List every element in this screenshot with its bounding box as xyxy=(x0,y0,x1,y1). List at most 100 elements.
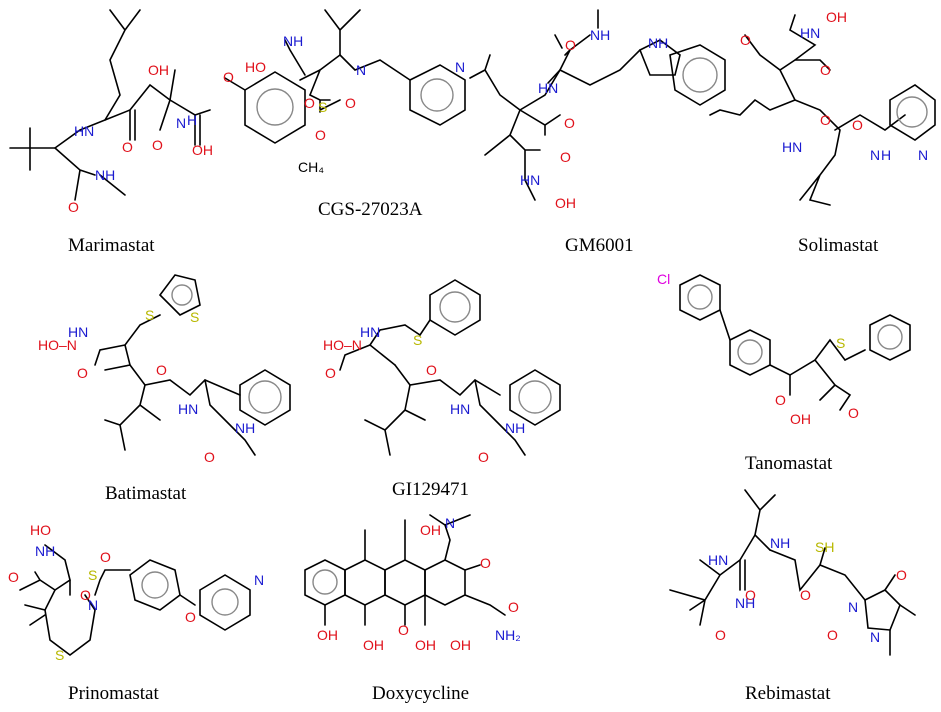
cgs-so2-o2: O xyxy=(315,127,326,143)
rebi-o5: O xyxy=(715,627,726,643)
marimastat-o1: O xyxy=(122,139,133,155)
tano-oh: OH xyxy=(790,411,811,427)
prino-ho: HO xyxy=(30,522,51,538)
gi-nh: NH xyxy=(505,420,525,436)
doxy-oh-top: OH xyxy=(420,522,441,538)
rebi-o3: O xyxy=(896,567,907,583)
prino-o-ether: O xyxy=(185,609,196,625)
structure-gm6001: NH O NH HN O O HN OH xyxy=(469,9,726,211)
gi-o3: O xyxy=(478,449,489,465)
soli-hn: HN xyxy=(800,25,820,41)
soli-hn2: HN xyxy=(782,139,802,155)
bati-thiophene-s: S xyxy=(190,309,199,325)
prino-so2-o1: O xyxy=(100,549,111,565)
rebi-n2: N xyxy=(870,629,880,645)
soli-oh: OH xyxy=(826,9,847,25)
soli-o2: O xyxy=(820,112,831,128)
marimastat-h: H xyxy=(187,112,197,128)
marimastat-nh2: NH xyxy=(95,167,115,183)
marimastat-o2: O xyxy=(152,137,163,153)
doxy-oh1: OH xyxy=(317,627,338,643)
label-prinomastat: Prinomastat xyxy=(68,683,159,704)
bati-o2: O xyxy=(156,362,167,378)
label-doxycycline: Doxycycline xyxy=(372,683,470,704)
rebi-nh: NH xyxy=(735,595,755,611)
structure-cgs27023a: NH HO O N N O S O O CH₄ xyxy=(223,9,466,175)
structure-solimastat: HN OH O O O O HN N H N xyxy=(709,9,936,206)
rebi-nh-top: NH xyxy=(770,535,790,551)
soli-h: H xyxy=(881,147,891,163)
cgs-nh: NH xyxy=(283,33,303,49)
gi-s: S xyxy=(413,332,422,348)
prino-ring-s: S xyxy=(55,647,64,663)
bati-o3: O xyxy=(204,449,215,465)
gm-oh: OH xyxy=(555,195,576,211)
soli-n-h: N xyxy=(870,147,880,163)
doxy-nh2: NH₂ xyxy=(495,627,521,643)
cgs-s: S xyxy=(318,99,327,115)
marimastat-nh: HN xyxy=(74,123,94,139)
doxy-oh4: OH xyxy=(450,637,471,653)
rebi-n1: N xyxy=(848,599,858,615)
structure-tanomastat: Cl S O OH O xyxy=(657,271,911,427)
prino-so2-s: S xyxy=(88,567,97,583)
label-rebimastat: Rebimastat xyxy=(745,683,831,704)
prino-o1: O xyxy=(8,569,19,585)
gm-o-mid: O xyxy=(564,115,575,131)
gi-ho-n: HO–N xyxy=(323,337,362,353)
soli-o3: O xyxy=(852,117,863,133)
doxy-oh3: OH xyxy=(415,637,436,653)
rebi-o1: O xyxy=(745,587,756,603)
bati-o1: O xyxy=(77,365,88,381)
gi-o1: O xyxy=(325,365,336,381)
structure-gi129471: S HN HO–N O O HN NH O xyxy=(323,279,561,465)
bati-hn: HN xyxy=(68,324,88,340)
doxy-o-ketone: O xyxy=(480,555,491,571)
soli-o-methoxy: O xyxy=(740,32,751,48)
cgs-o: O xyxy=(304,95,315,111)
gm-hn: HN xyxy=(538,80,558,96)
gm-hn-low: HN xyxy=(520,172,540,188)
label-marimastat: Marimastat xyxy=(68,235,155,256)
structure-rebimastat: NH HN SH O O N O O N NH O xyxy=(669,489,916,656)
marimastat-oh: OH xyxy=(148,62,169,78)
bati-s: S xyxy=(145,307,154,323)
bati-ho-n: HO–N xyxy=(38,337,77,353)
bati-hn2: HN xyxy=(178,401,198,417)
label-solimastat: Solimastat xyxy=(798,235,879,256)
label-batimastat: Batimastat xyxy=(105,483,187,504)
label-cgs27023a: CGS-27023A xyxy=(318,199,423,220)
structure-prinomastat: HO NH O O S O N S O N xyxy=(8,522,264,663)
label-gm6001: GM6001 xyxy=(565,235,634,256)
gi-hn: HN xyxy=(360,324,380,340)
gi-o2: O xyxy=(426,362,437,378)
label-gi129471: GI129471 xyxy=(392,479,470,500)
cgs-o-methoxy: O xyxy=(223,69,234,85)
marimastat-o3: O xyxy=(68,199,79,215)
cgs-pyridine-n: N xyxy=(455,59,465,75)
gm-o-top: O xyxy=(565,37,576,53)
label-tanomastat: Tanomastat xyxy=(745,453,833,474)
prino-pyridine-n: N xyxy=(254,572,264,588)
tano-o-acid: O xyxy=(848,405,859,421)
doxy-oh2: OH xyxy=(363,637,384,653)
structure-marimastat: HN OH O O N H OH NH O xyxy=(9,9,213,215)
tano-cl: Cl xyxy=(657,271,670,287)
structure-doxycycline: OH N O O NH₂ OH OH O OH OH xyxy=(304,514,521,653)
cgs-so2-o1: O xyxy=(345,95,356,111)
cgs-ho: HO xyxy=(245,59,266,75)
structure-batimastat: S S HN HO–N O O HN NH O xyxy=(38,274,291,465)
marimastat-n: N xyxy=(176,115,186,131)
tano-o-ketone: O xyxy=(775,392,786,408)
gm-nh-top: NH xyxy=(590,27,610,43)
tano-s: S xyxy=(836,335,845,351)
rebi-o4: O xyxy=(827,627,838,643)
gm-o-low: O xyxy=(560,149,571,165)
marimastat-oh2: OH xyxy=(192,142,213,158)
bati-nh: NH xyxy=(235,420,255,436)
gi-hn2: HN xyxy=(450,401,470,417)
rebi-o2: O xyxy=(800,587,811,603)
cgs-n: N xyxy=(356,62,366,78)
